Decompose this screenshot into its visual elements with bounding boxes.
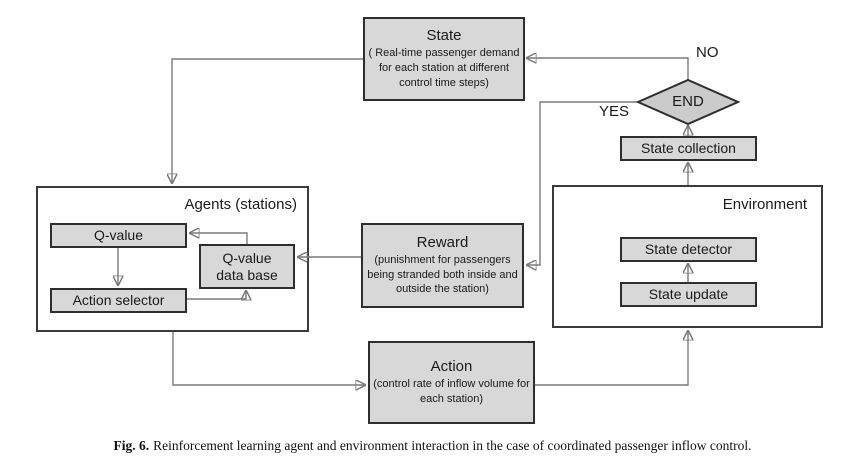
state-update-box: State update [620,282,757,307]
no-branch-label: NO [696,44,719,61]
state-collection-box: State collection [620,136,757,161]
arrow-agents-to-action [172,332,365,385]
state-box: State ( Real-time passenger demand for e… [363,17,525,101]
action-box: Action (control rate of inflow volume fo… [368,341,535,424]
agents-container-label: Agents (stations) [184,196,297,213]
state-detector-box: State detector [620,237,757,262]
action-box-desc: (control rate of inflow volume for each … [373,378,530,405]
figure-caption: Fig. 6.Reinforcement learning agent and … [0,438,865,454]
state-box-desc: ( Real-time passenger demand for each st… [368,47,520,89]
reward-box-title: Reward [416,233,469,251]
arrow-state-to-agents [172,58,363,183]
action-box-title: Action [430,358,473,376]
q-value-database-box: Q-value data base [199,244,295,289]
q-value-box: Q-value [50,223,187,248]
reward-box-desc: (punishment for passengers being strande… [367,253,518,296]
figure-caption-text: Reinforcement learning agent and environ… [153,438,752,453]
arrow-action-selector-to-qvalue-database [187,291,246,299]
arrow-qvalue-database-to-qvalue [190,233,248,244]
reward-box: Reward (punishment for passengers being … [361,223,524,308]
environment-container-label: Environment [722,196,807,213]
yes-branch-label: YES [599,103,630,120]
figure-caption-number: Fig. 6. [113,438,150,453]
end-diamond [635,78,741,126]
action-selector-box: Action selector [50,288,187,313]
arrow-end-no-to-state [527,58,689,80]
end-diamond-label: END [672,93,704,110]
arrow-action-to-environment [535,331,688,386]
arrow-end-yes-to-reward [527,101,638,265]
state-box-title: State [426,27,462,45]
